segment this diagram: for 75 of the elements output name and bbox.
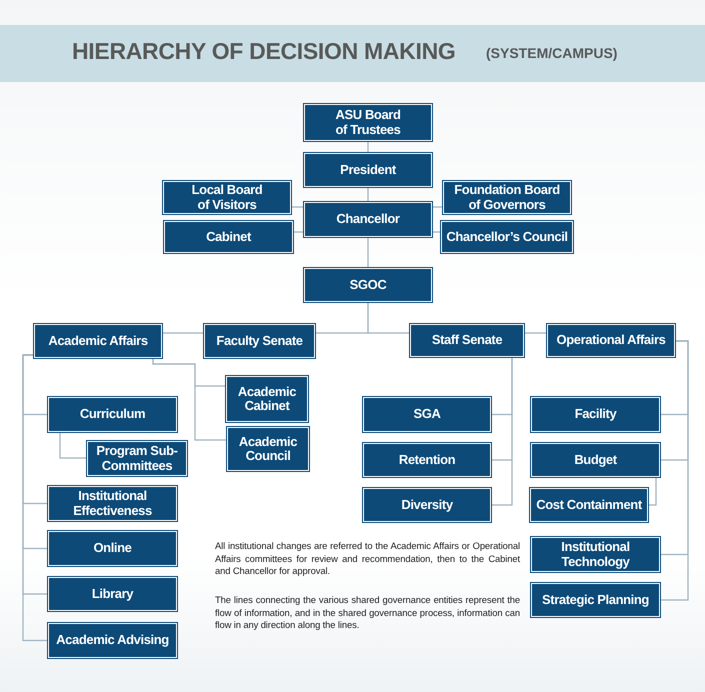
- org-box: [530, 488, 648, 522]
- note-paragraph: All institutional changes are referred to the Academic Affairs or Operational Affairs committees for review and recommendation, then to the Cabinet and Chancellor for approval.: [215, 540, 520, 578]
- connector-line: [367, 302, 410, 334]
- box-label: Curriculum: [80, 407, 146, 422]
- org-box: [48, 531, 177, 566]
- box-label: Institutional Technology: [560, 540, 631, 569]
- org-box: [87, 441, 187, 476]
- org-box: [547, 324, 675, 357]
- box-label: Academic Cabinet: [236, 384, 298, 414]
- org-box: [164, 221, 293, 253]
- title-subtitle: (SYSTEM/CAMPUS): [486, 45, 618, 61]
- org-box: [531, 537, 660, 572]
- connector-line: [291, 206, 304, 208]
- connector-line: [367, 187, 369, 202]
- box-label: Strategic Planning: [542, 592, 649, 608]
- box-label: Diversity: [401, 498, 453, 512]
- org-box: [531, 583, 660, 617]
- org-box: [304, 104, 432, 141]
- box-label: Faculty Senate: [216, 334, 303, 348]
- box-label: Academic Council: [238, 434, 298, 464]
- connector-line: [524, 332, 547, 334]
- org-box: [363, 397, 491, 432]
- org-box: [363, 488, 491, 522]
- box-label: Retention: [398, 452, 456, 468]
- box-label: Staff Senate: [432, 333, 502, 348]
- box-label: Facility: [574, 407, 616, 422]
- org-box: [304, 153, 432, 187]
- box-label: Academic Advising: [56, 633, 169, 648]
- org-box: [410, 324, 524, 357]
- org-box: [443, 181, 571, 214]
- box-label: Local Board of Visitors: [190, 183, 264, 212]
- connector-line: [367, 237, 369, 268]
- box-label: Cabinet: [206, 230, 251, 244]
- box-label: Chancellor: [336, 212, 400, 227]
- box-label: Institutional Effectiveness: [72, 489, 153, 518]
- org-box: [48, 486, 177, 521]
- org-box: [531, 443, 660, 477]
- org-box: [531, 397, 660, 432]
- box-label: Budget: [574, 452, 617, 468]
- box-label: Library: [92, 586, 134, 602]
- box-label: ASU Board of Trustees: [334, 108, 402, 137]
- connector-line: [491, 357, 513, 506]
- org-box: [163, 181, 291, 214]
- box-label: SGOC: [350, 278, 386, 292]
- connector-line: [660, 340, 689, 601]
- diagram-title: HIERARCHY OF DECISION MAKING: [72, 38, 456, 65]
- org-box: [363, 443, 491, 477]
- connector-line: [162, 332, 204, 334]
- connector-line: [432, 206, 443, 208]
- org-box: [227, 427, 309, 471]
- org-box: [204, 324, 315, 358]
- org-box: [226, 376, 308, 422]
- box-label: Academic Affairs: [48, 334, 148, 348]
- org-box: [441, 221, 573, 253]
- org-box: [48, 577, 177, 611]
- connector-line: [367, 141, 369, 153]
- box-label: Cost Containment: [536, 498, 642, 512]
- box-label: Operational Affairs: [556, 333, 666, 348]
- connector-line: [648, 477, 657, 506]
- org-box: [48, 623, 177, 658]
- connector-line: [293, 231, 304, 233]
- org-box: [34, 324, 162, 358]
- connector-line: [59, 432, 87, 459]
- box-label: Program Sub-Committees: [95, 444, 179, 473]
- org-box: [304, 202, 432, 237]
- org-box: [304, 268, 432, 302]
- connector-line: [22, 354, 48, 642]
- box-label: President: [340, 162, 396, 178]
- org-box: [48, 397, 177, 432]
- box-label: SGA: [414, 407, 440, 422]
- note-paragraph: The lines connecting the various shared governance entities represent the flow of information, and in the shared governance process, information can flow in any direction along the lines.: [215, 594, 520, 632]
- box-label: Foundation Board of Governors: [453, 183, 561, 212]
- box-label: Online: [93, 541, 132, 556]
- connector-line: [152, 358, 227, 441]
- box-label: Chancellor’s Council: [446, 230, 568, 244]
